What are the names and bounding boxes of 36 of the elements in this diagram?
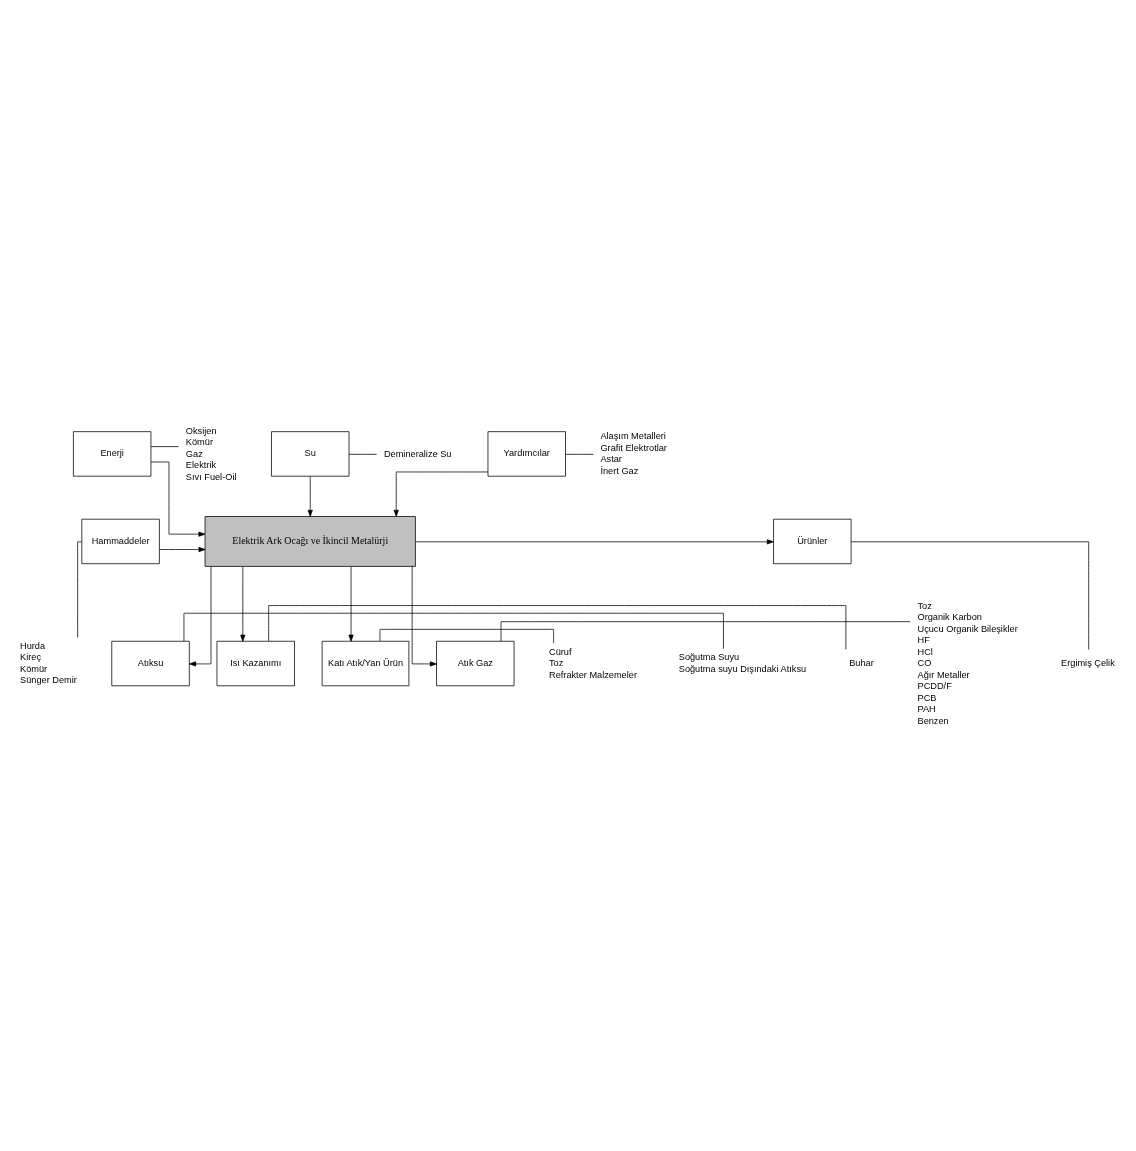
connector <box>500 620 911 641</box>
arrow <box>240 565 246 642</box>
node-box: Hammaddeler <box>81 518 160 564</box>
node-box: Su <box>271 430 350 477</box>
connector <box>150 445 179 447</box>
node-box: Yardımcılar <box>487 430 566 477</box>
arrow <box>411 565 437 666</box>
node-text: Soğutma Suyu Soğutma suyu Dışındaki Atıksu <box>678 651 807 674</box>
node-text: Buhar <box>849 657 874 668</box>
arrow <box>150 461 206 537</box>
node-box: Katı Atık/Yan Ürün <box>321 640 410 686</box>
connector <box>268 604 847 650</box>
node-box: Elektrik Ark Ocağı ve İkincil Metalürji <box>204 515 416 567</box>
node-text: Ergimiş Çelik <box>1061 657 1115 668</box>
node-box: Enerji <box>73 430 152 477</box>
connector <box>183 612 724 649</box>
node-box: Atık Gaz <box>436 640 515 686</box>
arrow <box>348 565 354 642</box>
node-text: Demineralize Su <box>383 448 452 459</box>
arrow <box>415 538 774 544</box>
node-box: Atıksu <box>111 640 190 686</box>
node-text: Toz Organik Karbon Uçucu Organik Bileşikler HF HCl CO Ağır Metaller PCDD/F PCB PAH Benzen <box>917 600 1018 726</box>
connector <box>379 628 554 643</box>
arrow <box>393 471 489 517</box>
node-box: Ürünler <box>773 518 852 564</box>
connector <box>77 540 82 638</box>
node-text: Alaşım Metalleri Grafit Elektrotlar Astar İnert Gaz <box>600 430 667 476</box>
node-box: Isı Kazanımı <box>216 640 295 686</box>
node-text: Cüruf Toz Refrakter Malzemeler <box>549 646 637 680</box>
arrow <box>307 475 313 517</box>
connector <box>348 453 378 455</box>
arrow <box>159 546 206 552</box>
node-text: Oksijen Kömür Gaz Elektrik Sıvı Fuel-Oil <box>185 425 237 482</box>
arrow <box>189 565 212 666</box>
node-text: Hurda Kireç Kömür Sünger Demir <box>20 640 77 685</box>
connector <box>565 453 594 455</box>
